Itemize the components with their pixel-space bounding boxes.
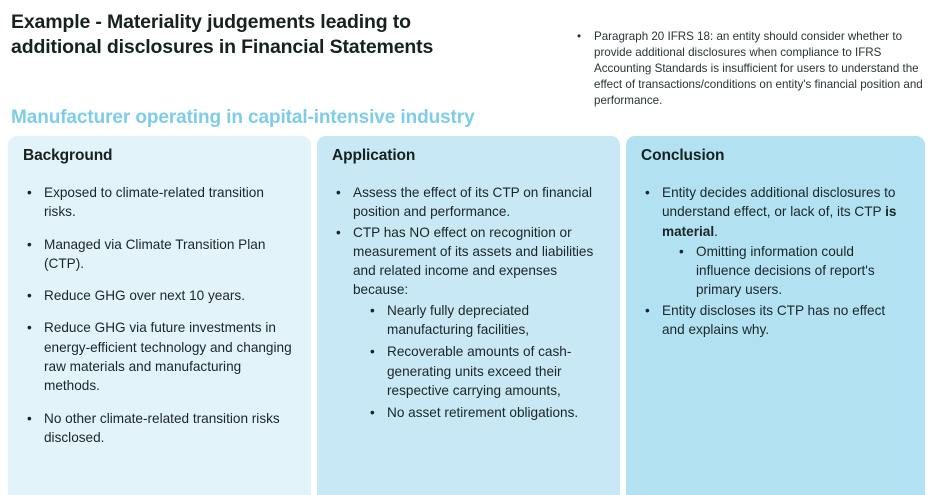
bullet-text: Recoverable amounts of cash-generating u… bbox=[387, 344, 572, 398]
card-heading-background: Background bbox=[23, 147, 113, 164]
bullet-item: • Assess the effect of its CTP on financi… bbox=[331, 183, 606, 222]
bullet-icon: • bbox=[336, 224, 341, 240]
note-bullet-item: • Paragraph 20 IFRS 18: an entity should … bbox=[574, 29, 926, 109]
note-bullet-text: Paragraph 20 IFRS 18: an entity should c… bbox=[594, 30, 923, 107]
bullet-icon: • bbox=[645, 302, 650, 318]
card-application: Application • Assess the effect of its CTP… bbox=[317, 136, 620, 495]
bullet-text: Entity decides additional disclosures to… bbox=[662, 185, 896, 220]
sub-bullet-item: • No asset retirement obligations. bbox=[331, 403, 606, 422]
sub-bullet-item: • Nearly fully depreciated manufacturing … bbox=[331, 301, 606, 340]
sub-bullet-item: • Recoverable amounts of cash-generating … bbox=[331, 342, 606, 400]
card-heading-conclusion: Conclusion bbox=[641, 147, 725, 164]
reference-note: • Paragraph 20 IFRS 18: an entity should … bbox=[574, 29, 926, 109]
bullet-text: Omitting information could influence dec… bbox=[696, 243, 875, 298]
card-heading-application: Application bbox=[332, 147, 416, 164]
bullet-text: Assess the effect of its CTP on financia… bbox=[353, 185, 593, 220]
bullet-icon: • bbox=[577, 30, 582, 43]
bullet-text: Nearly fully depreciated manufacturing f… bbox=[387, 302, 530, 338]
bullet-icon: • bbox=[370, 302, 375, 318]
page-title: Example - Materiality judgements leading… bbox=[11, 11, 434, 58]
bullet-icon: • bbox=[645, 185, 650, 200]
card-conclusion: Conclusion • Entity decides additional dis… bbox=[626, 136, 925, 495]
slide-header: Example - Materiality judgements leading… bbox=[0, 0, 937, 132]
bullet-item: • Reduce GHG over next 10 years. bbox=[22, 286, 297, 305]
bullet-icon: • bbox=[336, 185, 341, 200]
bullet-list: • Entity decides additional disclosures t… bbox=[640, 183, 911, 339]
bullet-item: • Exposed to climate-related transition r… bbox=[22, 183, 297, 222]
bullet-text: CTP has NO effect on recognition or meas… bbox=[353, 224, 594, 298]
bullet-text: Managed via Climate Transition Plan (CTP… bbox=[44, 236, 266, 271]
bullet-text: Entity discloses its CTP has no effect a… bbox=[662, 302, 886, 338]
bullet-item: • Entity discloses its CTP has no effect … bbox=[640, 301, 911, 340]
bullet-icon: • bbox=[27, 236, 32, 252]
slide-subtitle: Manufacturer operating in capital-intens… bbox=[11, 107, 475, 128]
bullet-text: No asset retirement obligations. bbox=[387, 405, 579, 421]
bullet-text: Exposed to climate-related transition ri… bbox=[44, 185, 264, 220]
bullet-text-emphasis: is material bbox=[662, 204, 897, 239]
bullet-icon: • bbox=[27, 288, 32, 304]
bullet-icon: • bbox=[27, 410, 32, 426]
bullet-item: • Reduce GHG via future investments in en… bbox=[22, 318, 297, 395]
bullet-text: No other climate-related transition risk… bbox=[44, 410, 280, 445]
bullet-icon: • bbox=[370, 344, 375, 360]
card-row: Background • Exposed to climate-related tr… bbox=[0, 136, 937, 495]
bullet-item: • Managed via Climate Transition Plan (CT… bbox=[22, 235, 297, 274]
bullet-text: Reduce GHG via future investments in ene… bbox=[44, 320, 292, 394]
bullet-icon: • bbox=[27, 320, 32, 336]
bullet-icon: • bbox=[27, 185, 32, 200]
bullet-icon: • bbox=[370, 405, 375, 421]
card-background: Background • Exposed to climate-related tr… bbox=[8, 136, 311, 495]
bullet-list: • Assess the effect of its CTP on financi… bbox=[331, 183, 606, 423]
bullet-list: • Exposed to climate-related transition r… bbox=[22, 183, 297, 447]
bullet-item: • No other climate-related transition ris… bbox=[22, 409, 297, 448]
bullet-text: Reduce GHG over next 10 years. bbox=[44, 288, 245, 304]
bullet-text-tail: . bbox=[714, 223, 718, 239]
sub-bullet-item: • Omitting information could influence de… bbox=[640, 242, 911, 300]
bullet-icon: • bbox=[679, 243, 684, 259]
bullet-item: • CTP has NO effect on recognition or mea… bbox=[331, 223, 606, 300]
bullet-item: • Entity decides additional disclosures t… bbox=[640, 183, 911, 241]
